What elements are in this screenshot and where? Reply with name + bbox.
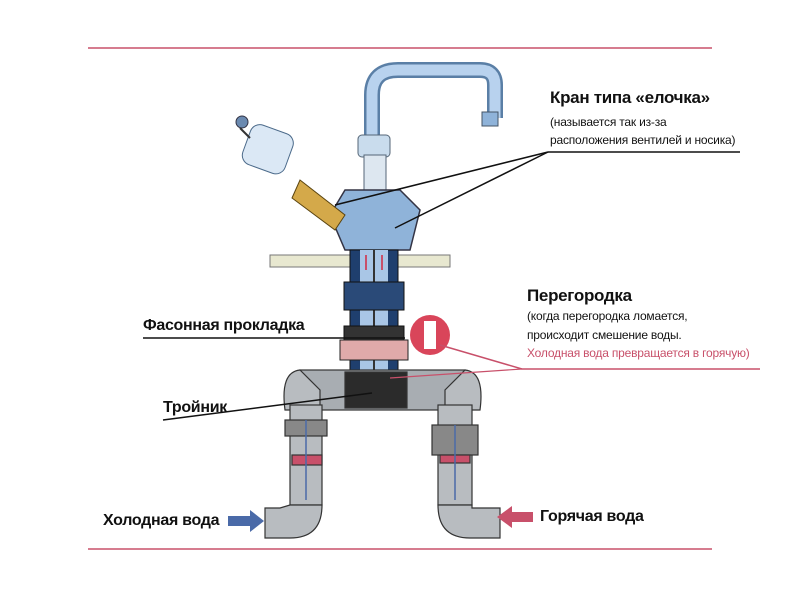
hot-water-arrow [497, 506, 533, 528]
hot-water-label: Горячая вода [540, 508, 644, 525]
faucet-spout [357, 62, 503, 191]
faucet-body [329, 189, 421, 391]
partition-icon [410, 315, 450, 355]
partition-title: Перегородка [527, 286, 632, 305]
partition-note-3: Холодная вода превращается в горячую) [527, 346, 750, 360]
leader-lines [143, 151, 740, 421]
faucet-note-2: расположения вентилей и носика) [550, 133, 736, 147]
tee-and-pipes [264, 369, 501, 539]
faucet-title: Кран типа «елочка» [550, 88, 710, 107]
cold-water-label: Холодная вода [103, 512, 220, 529]
partition-leader-line-2 [389, 368, 523, 379]
partition-note-1: (когда перегородка ломается, [527, 309, 688, 323]
faucet-note-1: (называется так из-за [550, 115, 667, 129]
tee-label: Тройник [163, 399, 227, 416]
valve-handle [235, 115, 346, 231]
gasket-label: Фасонная прокладка [143, 317, 305, 334]
cold-water-arrow [228, 510, 264, 532]
partition-note-2: происходит смешение воды. [527, 328, 682, 342]
